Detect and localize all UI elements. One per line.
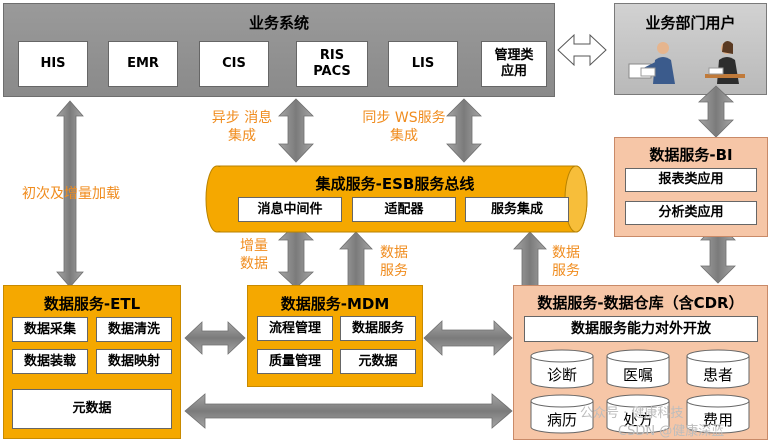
mdm-item-data-service: 数据服务 — [340, 316, 416, 341]
esb-item-message-middleware: 消息中间件 — [238, 197, 342, 222]
system-emr: EMR — [108, 41, 178, 87]
cdr-db-patients: 患者 — [686, 349, 750, 389]
business-users-panel: 业务部门用户 — [614, 3, 767, 95]
cdr-db-records: 病历 — [530, 394, 594, 434]
business-systems-panel: 业务系统 HIS EMR CIS RIS PACS LIS 管理类 应用 — [3, 3, 555, 97]
label-data-service-mdm: 数据 服务 — [380, 245, 408, 279]
label-sync: 同步 WS服务集成 — [362, 110, 446, 144]
etl-item-metadata: 元数据 — [12, 389, 172, 429]
cdr-open-capability: 数据服务能力对外开放 — [524, 316, 758, 342]
etl-item-load: 数据装载 — [12, 349, 88, 374]
arrow-sync — [446, 98, 482, 163]
cdr-title: 数据服务-数据仓库（含CDR） — [537, 294, 744, 312]
cdr-db-orders: 医嘱 — [606, 349, 670, 389]
arrow-mdm-service — [339, 231, 373, 289]
mdm-panel: 数据服务-MDM 流程管理 数据服务 质量管理 元数据 — [247, 285, 423, 387]
label-async: 异步 消息集成 — [211, 110, 273, 144]
esb-title: 集成服务-ESB服务总线 — [315, 175, 475, 193]
label-incremental: 增量 数据 — [240, 238, 268, 272]
watermark-official-account: 公众号 · 健康科技 — [580, 406, 684, 421]
arrow-mdm-cdr — [423, 320, 513, 356]
business-systems-title: 业务系统 — [248, 14, 309, 32]
watermark-csdn: CSDN @健康深蓝 — [618, 424, 725, 439]
arrow-bi-users — [697, 85, 735, 138]
arrow-incremental — [277, 223, 315, 289]
system-his: HIS — [18, 41, 88, 87]
arrow-systems-users — [557, 33, 607, 67]
mdm-item-metadata: 元数据 — [340, 349, 416, 374]
arrow-etl-cdr — [184, 393, 513, 429]
system-cis: CIS — [199, 41, 269, 87]
arrow-bi-cdr — [700, 222, 736, 284]
mdm-item-process: 流程管理 — [257, 316, 333, 341]
office-workers-illustration — [628, 41, 745, 84]
bi-item-analysis: 分析类应用 — [625, 201, 757, 225]
arrow-async — [278, 98, 314, 163]
label-data-service-cdr: 数据 服务 — [552, 245, 580, 279]
system-ris-pacs: RIS PACS — [296, 41, 368, 87]
system-management-apps: 管理类 应用 — [481, 41, 547, 87]
bi-title: 数据服务-BI — [649, 146, 733, 164]
bi-panel: 数据服务-BI 报表类应用 分析类应用 — [614, 137, 768, 237]
business-users-title: 业务部门用户 — [645, 14, 736, 32]
system-lis: LIS — [388, 41, 458, 87]
etl-title: 数据服务-ETL — [43, 295, 141, 313]
bi-item-reports: 报表类应用 — [625, 168, 757, 192]
mdm-item-quality: 质量管理 — [257, 349, 333, 374]
cdr-db-diagnosis: 诊断 — [530, 349, 594, 389]
arrow-cdr-service — [513, 231, 547, 289]
esb-item-service-integration: 服务集成 — [465, 197, 569, 222]
arrow-etl-mdm — [184, 321, 246, 355]
cdr-db-prescriptions: 处方 — [606, 394, 670, 434]
cdr-db-fees: 费用 — [686, 394, 750, 434]
etl-panel: 数据服务-ETL 数据采集 数据清洗 数据装载 数据映射 元数据 — [3, 285, 181, 439]
esb-item-adapter: 适配器 — [352, 197, 456, 222]
etl-item-clean: 数据清洗 — [96, 317, 172, 342]
etl-item-collect: 数据采集 — [12, 317, 88, 342]
cdr-panel: 数据服务-数据仓库（含CDR） 数据服务能力对外开放 诊断 医嘱 患者 病历 处… — [513, 285, 768, 440]
etl-item-map: 数据映射 — [96, 349, 172, 374]
label-initial-load: 初次及增量加载 — [22, 186, 120, 202]
mdm-title: 数据服务-MDM — [280, 295, 390, 313]
